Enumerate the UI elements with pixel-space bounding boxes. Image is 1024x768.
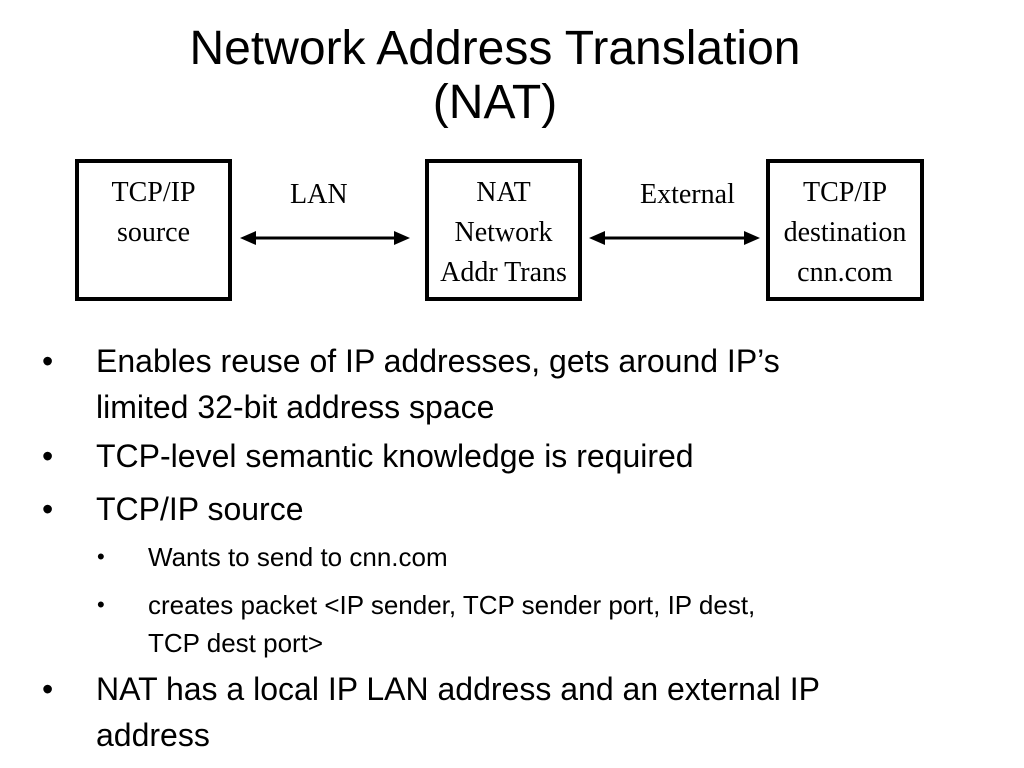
bullet-line: TCP dest port> xyxy=(148,628,324,658)
tcp-ip-destination-box: TCP/IP destination cnn.com xyxy=(766,159,924,301)
nat-box-line-1: NAT xyxy=(476,177,531,208)
destination-box-line-3: cnn.com xyxy=(797,257,893,288)
bullet-line: TCP-level semantic knowledge is required xyxy=(96,438,694,474)
title-line-1: Network Address Translation xyxy=(189,22,801,75)
lan-arrow xyxy=(240,231,410,245)
nat-box: NAT Network Addr Trans xyxy=(425,159,582,301)
destination-box-line-2: destination xyxy=(783,217,907,248)
source-box-line-1: TCP/IP xyxy=(111,177,196,208)
source-box-line-2: source xyxy=(116,217,191,248)
bullet-dot: • xyxy=(97,544,105,569)
destination-box-line-1: TCP/IP xyxy=(802,177,888,208)
bullet-line: Enables reuse of IP addresses, gets arou… xyxy=(96,343,780,379)
lan-label: LAN xyxy=(290,179,348,210)
bullet-line: Wants to send to cnn.com xyxy=(148,542,448,572)
title-line-2: (NAT) xyxy=(432,76,558,129)
nat-diagram: TCP/IP source LAN NAT Network Addr Trans… xyxy=(0,0,1024,320)
nat-box-line-3: Addr Trans xyxy=(440,257,567,288)
external-label: External xyxy=(640,179,735,210)
bullet-dot: • xyxy=(42,491,54,527)
bullet-dot: • xyxy=(42,343,54,379)
bullet-line: NAT has a local IP LAN address and an ex… xyxy=(96,671,820,707)
bullet-line: creates packet <IP sender, TCP sender po… xyxy=(148,590,756,620)
external-arrow xyxy=(589,231,760,245)
bullet-dot: • xyxy=(42,438,54,474)
bullet-line: address xyxy=(96,717,210,753)
bullet-line: TCP/IP source xyxy=(96,491,304,527)
bullet-dot: • xyxy=(97,592,105,617)
slide-title: Network Address Translation (NAT) xyxy=(0,22,990,130)
nat-box-line-2: Network xyxy=(454,217,553,248)
bullet-dot: • xyxy=(42,671,54,707)
tcp-ip-source-box: TCP/IP source xyxy=(75,159,232,301)
arrows xyxy=(240,231,760,245)
bullet-line: limited 32-bit address space xyxy=(96,389,495,425)
